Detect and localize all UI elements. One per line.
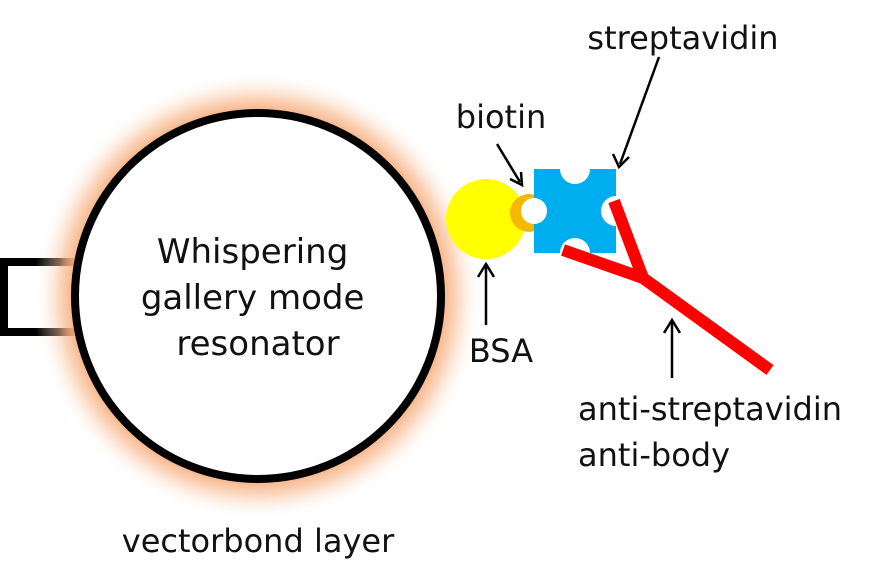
antibody-molecule (561, 198, 774, 375)
resonator-circle (71, 109, 445, 483)
resonator-label: Whispering gallery mode resonator (141, 232, 375, 364)
bsa-molecule (446, 179, 526, 259)
antibody-label: anti-streptavidin anti-body (578, 390, 852, 474)
biotin-label: biotin (456, 98, 547, 136)
streptavidin-label: streptavidin (587, 19, 778, 57)
biotin-arrow (495, 143, 522, 183)
annotation-arrows (476, 56, 682, 378)
bsa-label: BSA (469, 332, 533, 370)
streptavidin-arrow (618, 56, 661, 165)
vectorbond-layer-label: vectorbond layer (122, 522, 395, 560)
